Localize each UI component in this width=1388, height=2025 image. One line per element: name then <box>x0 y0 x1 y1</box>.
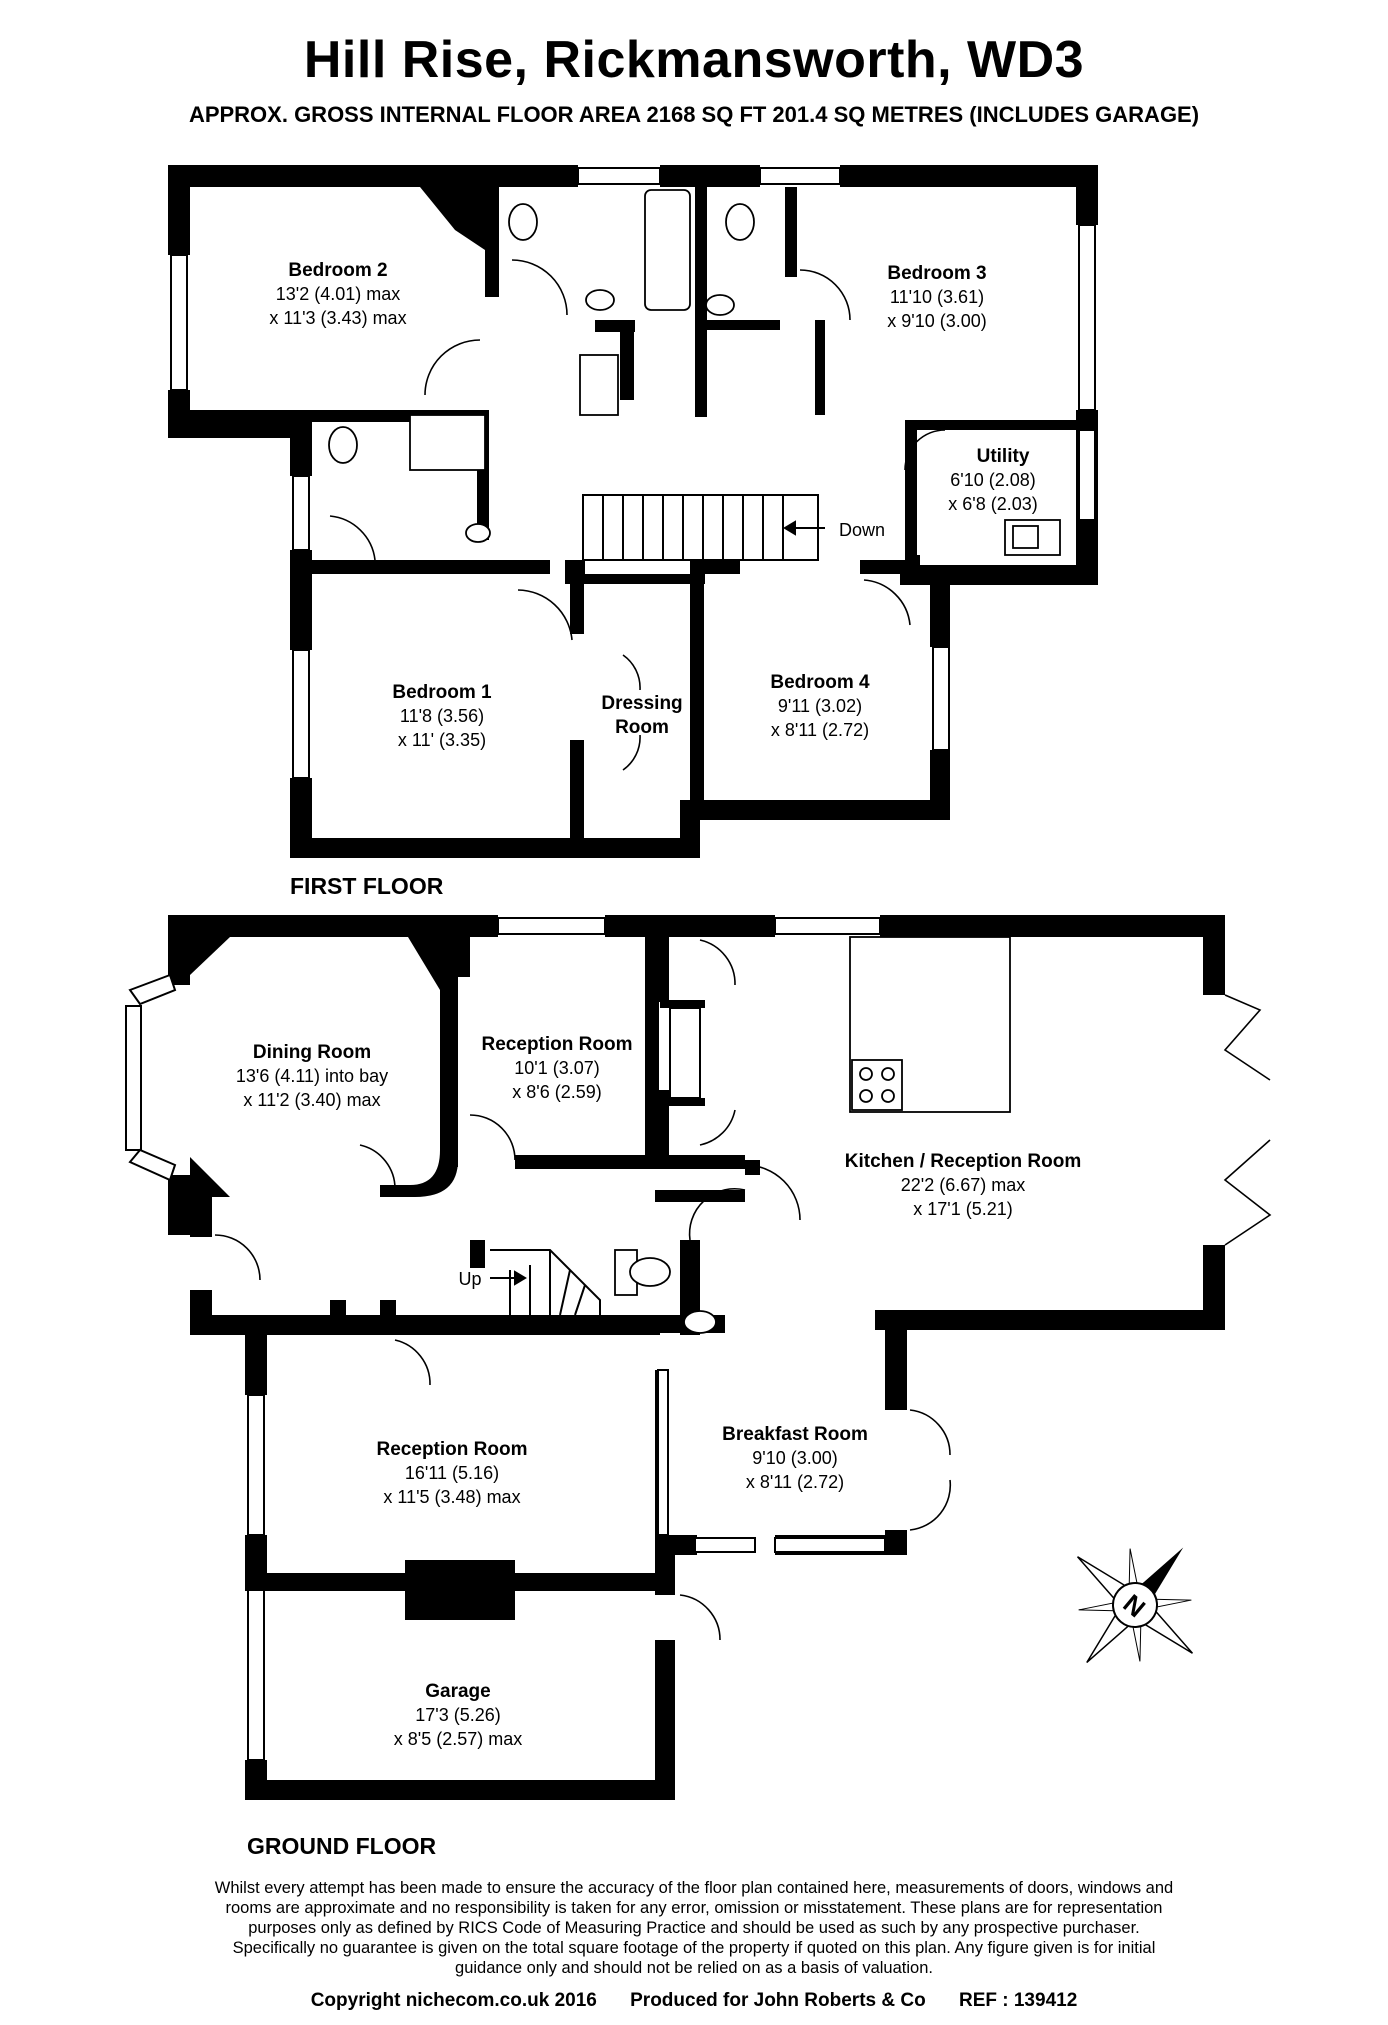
reference-text: REF : 139412 <box>958 1990 1078 2011</box>
stairs-down-label: Down <box>839 520 885 540</box>
bedroom4-name: Bedroom 4 <box>770 672 870 693</box>
bedroom1-dim1: 11'8 (3.56) <box>400 706 484 726</box>
dining-name: Dining Room <box>253 1042 371 1063</box>
ground-floor-staircase <box>490 1249 601 1316</box>
ground-floor-label: GROUND FLOOR <box>247 1833 437 1859</box>
copyright-text: Copyright nichecom.co.uk 2016 <box>310 1990 597 2011</box>
disclaimer-line: rooms are approximate and no responsibil… <box>225 1899 1163 1917</box>
ground-floor-fixtures <box>614 936 1011 1334</box>
reception-large-name: Reception Room <box>377 1439 528 1460</box>
utility-dim2: x 6'8 (2.03) <box>948 494 1037 514</box>
dressing-name1: Dressing <box>601 693 682 714</box>
first-floor-fixtures <box>328 189 1061 556</box>
bedroom3-dim2: x 9'10 (3.00) <box>887 311 987 331</box>
stairs-up-label: Up <box>458 1269 481 1289</box>
bedroom3-name: Bedroom 3 <box>887 263 986 284</box>
ground-floor-doors <box>214 939 1272 1641</box>
reception-small-dim2: x 8'6 (2.59) <box>512 1082 601 1102</box>
ground-floor-walls <box>168 915 1225 1800</box>
compass-rose-icon <box>1076 1547 1194 1664</box>
disclaimer-line: Whilst every attempt has been made to en… <box>214 1879 1174 1897</box>
bedroom4-dim2: x 8'11 (2.72) <box>771 720 869 740</box>
reception-large-dim1: 16'11 (5.16) <box>405 1463 499 1483</box>
ground-floor-windows <box>125 917 886 1761</box>
garage-name: Garage <box>425 1681 490 1702</box>
dining-dim2: x 11'2 (3.40) max <box>243 1090 380 1110</box>
kitchen-dim2: x 17'1 (5.21) <box>913 1199 1013 1219</box>
bedroom1-name: Bedroom 1 <box>392 682 492 703</box>
bedroom2-name: Bedroom 2 <box>288 260 387 281</box>
garage-dim2: x 8'5 (2.57) max <box>394 1729 523 1749</box>
plan-title: Hill Rise, Rickmansworth, WD3 <box>303 31 1085 89</box>
bedroom2-dim2: x 11'3 (3.43) max <box>269 308 406 328</box>
breakfast-dim1: 9'10 (3.00) <box>752 1448 838 1468</box>
reception-small-name: Reception Room <box>482 1034 633 1055</box>
first-floor-staircase <box>582 494 825 561</box>
disclaimer-line: purposes only as defined by RICS Code of… <box>248 1919 1140 1937</box>
disclaimer: Whilst every attempt has been made to en… <box>150 1878 1238 1978</box>
disclaimer-line: guidance only and should not be relied o… <box>455 1959 933 1977</box>
footer: Copyright nichecom.co.uk 2016 Produced f… <box>0 1990 1388 2012</box>
reception-large-dim2: x 11'5 (3.48) max <box>383 1487 520 1507</box>
bedroom3-dim1: 11'10 (3.61) <box>890 287 984 307</box>
utility-name: Utility <box>977 446 1030 467</box>
breakfast-name: Breakfast Room <box>722 1424 868 1445</box>
utility-dim1: 6'10 (2.08) <box>950 470 1036 490</box>
first-floor-windows <box>170 167 1096 779</box>
first-floor-label: FIRST FLOOR <box>290 873 444 899</box>
breakfast-dim2: x 8'11 (2.72) <box>746 1472 844 1492</box>
reception-small-dim1: 10'1 (3.07) <box>514 1058 600 1078</box>
bedroom2-dim1: 13'2 (4.01) max <box>276 284 401 304</box>
bedroom4-dim1: 9'11 (3.02) <box>778 696 862 716</box>
kitchen-name: Kitchen / Reception Room <box>845 1151 1081 1172</box>
produced-for-text: Produced for John Roberts & Co <box>630 1990 926 2011</box>
dressing-name2: Room <box>615 717 669 738</box>
room-labels: Bedroom 2 13'2 (4.01) max x 11'3 (3.43) … <box>236 260 1081 1749</box>
floor-area-subtitle: APPROX. GROSS INTERNAL FLOOR AREA 2168 S… <box>188 102 1200 127</box>
garage-dim1: 17'3 (5.26) <box>415 1705 501 1725</box>
bedroom1-dim2: x 11' (3.35) <box>398 730 486 750</box>
disclaimer-line: Specifically no guarantee is given on th… <box>232 1939 1156 1957</box>
first-floor-doors <box>329 259 946 771</box>
kitchen-dim1: 22'2 (6.67) max <box>901 1175 1026 1195</box>
dining-dim1: 13'6 (4.11) into bay <box>236 1066 388 1086</box>
